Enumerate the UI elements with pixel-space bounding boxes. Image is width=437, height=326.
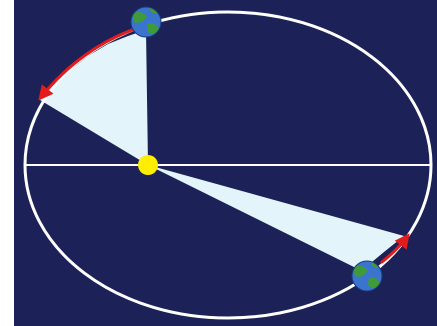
left-frame-edge xyxy=(0,0,14,326)
earth-icon xyxy=(352,261,382,291)
earth-icon xyxy=(131,7,161,37)
sun-icon xyxy=(138,155,158,175)
